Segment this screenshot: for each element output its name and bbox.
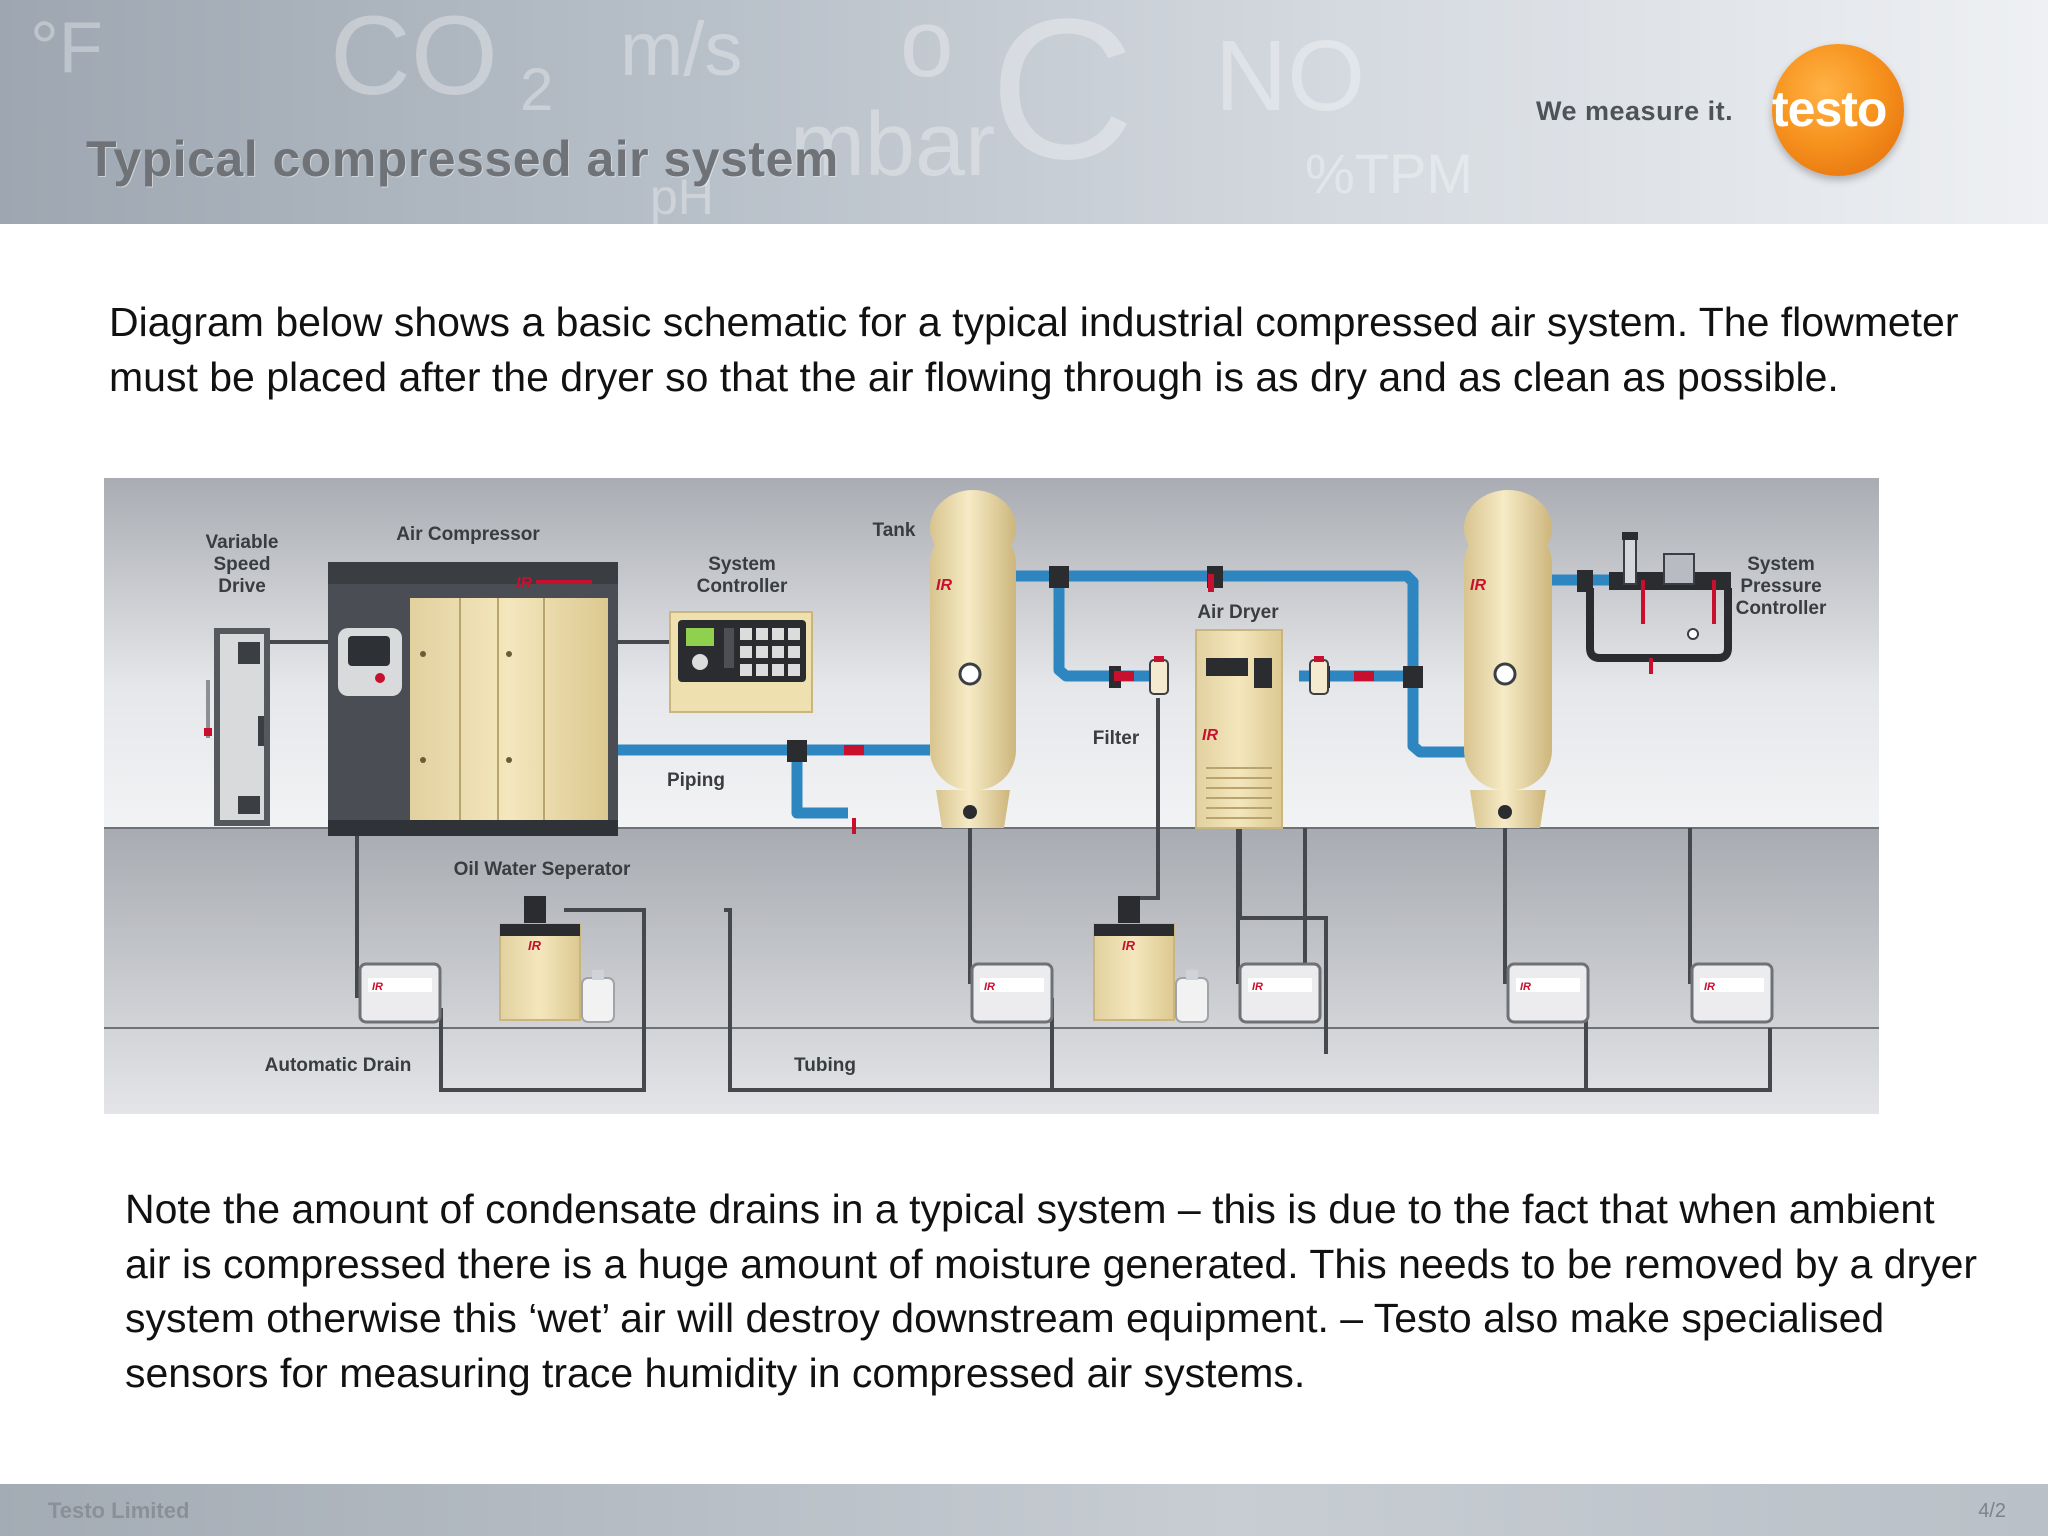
watermark-unit: pH — [650, 169, 714, 224]
watermark-unit: %TPM — [1305, 142, 1473, 205]
brand-mark: IR — [1202, 727, 1218, 744]
air-compressor-icon: IR — [328, 562, 618, 836]
label-air-dryer: Air Dryer — [1197, 602, 1279, 623]
label-speed: Speed — [213, 554, 270, 575]
air-dryer-icon: IR — [1195, 629, 1283, 829]
variable-speed-drive-icon — [204, 628, 270, 826]
watermark-unit: 2 — [520, 56, 554, 123]
testo-logo-icon — [1772, 44, 1904, 176]
watermark-unit: mbar — [790, 95, 996, 195]
label-controller: Controller — [697, 576, 788, 597]
air-piping — [616, 570, 1609, 819]
testo-logo-text: testo — [1772, 81, 1887, 137]
air-tank-icon: IR — [930, 490, 1016, 828]
brand-mark: IR — [1122, 938, 1136, 953]
watermark-unit: °F — [30, 8, 103, 88]
watermark-unit: CO — [330, 0, 498, 118]
label-automatic-drain: Automatic Drain — [265, 1055, 412, 1076]
label-tank: Tank — [873, 520, 916, 541]
filter-icon — [1149, 656, 1329, 695]
system-controller-icon — [616, 611, 813, 713]
system-pressure-controller-icon — [1586, 532, 1732, 674]
automatic-drain-icon: IR — [970, 962, 1054, 1024]
label-spc-controller: Controller — [1736, 598, 1827, 619]
brand-mark: IR — [936, 577, 952, 594]
label-spc-system: System — [1747, 554, 1815, 575]
oil-water-separator-icon: IR — [1093, 896, 1209, 1023]
label-oil-water-separator: Oil Water Seperator — [454, 859, 631, 880]
label-system: System — [708, 554, 776, 575]
watermark-unit: NO — [1215, 20, 1365, 132]
header-banner: °F CO 2 m/s o C NO mbar pH %TPM Typical … — [0, 0, 2048, 224]
oil-water-separator-icon: IR — [499, 896, 615, 1023]
brand-mark: IR — [516, 575, 532, 592]
label-spc-pressure: Pressure — [1740, 576, 1821, 597]
brand-tagline: We measure it. — [1536, 96, 1734, 126]
brand-mark: IR — [1520, 981, 1531, 993]
label-piping: Piping — [667, 770, 725, 791]
page-number: 4/2 — [1978, 1500, 2006, 1522]
label-filter: Filter — [1093, 728, 1140, 749]
note-paragraph: Note the amount of condensate drains in … — [125, 1186, 1978, 1396]
brand-mark: IR — [1470, 577, 1486, 594]
brand-mark: IR — [372, 981, 383, 993]
automatic-drain-icon: IR — [358, 962, 442, 1024]
air-tank-icon: IR — [1464, 490, 1552, 828]
automatic-drain-icon: IR — [1238, 962, 1322, 1024]
label-air-compressor: Air Compressor — [396, 524, 540, 545]
watermark-unit: m/s — [620, 7, 743, 92]
brand-mark: IR — [984, 981, 995, 993]
intro-paragraph: Diagram below shows a basic schematic fo… — [109, 299, 1959, 400]
footer-company: Testo Limited — [48, 1498, 190, 1523]
automatic-drain-icon: IR — [1690, 962, 1774, 1024]
automatic-drain-icon: IR — [1506, 962, 1590, 1024]
label-variable: Variable — [206, 532, 279, 553]
label-drive: Drive — [218, 576, 266, 597]
brand-mark: IR — [1252, 981, 1263, 993]
brand-mark: IR — [528, 938, 542, 953]
watermark-unit: C — [990, 0, 1135, 201]
footer-bar: Testo Limited 4/2 — [0, 1484, 2048, 1536]
watermark-unit: o — [900, 0, 954, 97]
compressed-air-schematic: IR IR IR — [104, 478, 1879, 1114]
label-tubing: Tubing — [794, 1055, 856, 1076]
page-title: Typical compressed air system — [86, 131, 839, 187]
brand-mark: IR — [1704, 981, 1715, 993]
